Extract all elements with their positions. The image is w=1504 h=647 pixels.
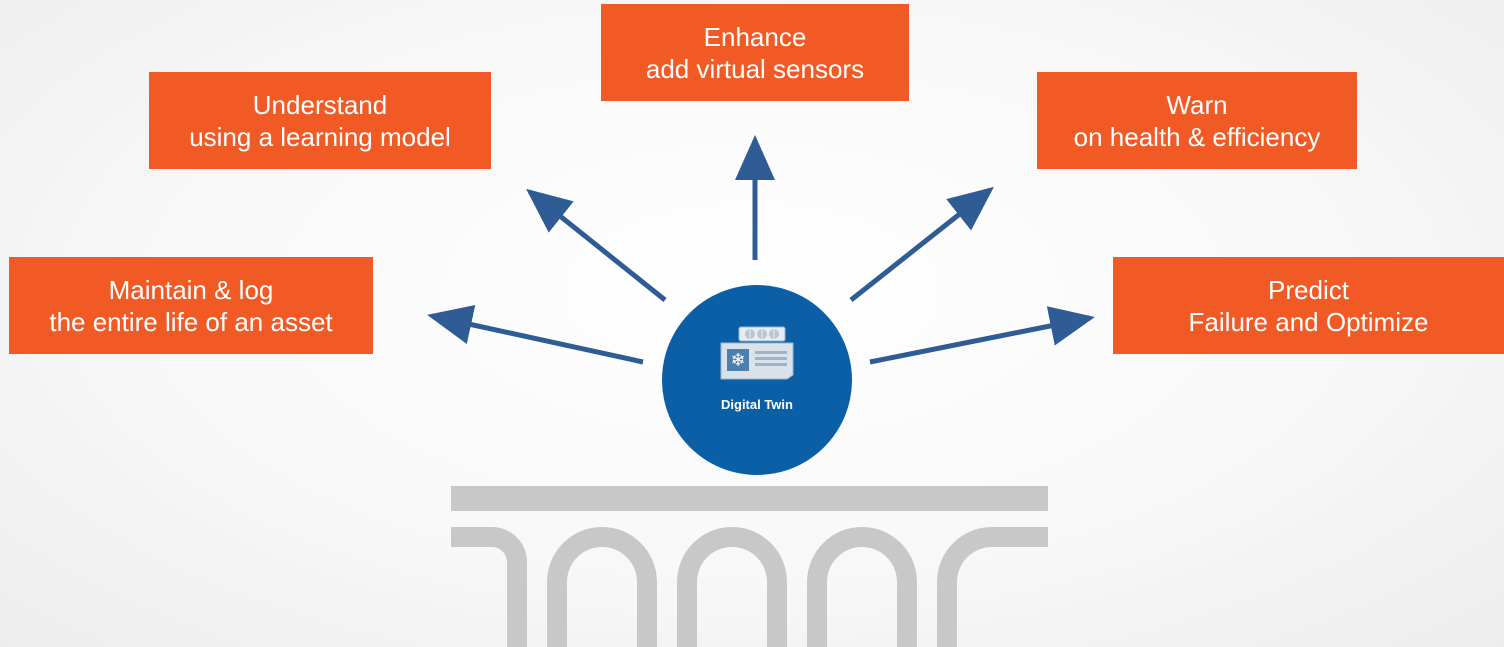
enhance-subtitle: add virtual sensors (645, 53, 865, 84)
hvac-unit-icon: ❄ (720, 326, 794, 380)
understand-subtitle: using a learning model (189, 121, 451, 152)
arrow-to-warn (849, 186, 994, 302)
maintain-box: Maintain & log the entire life of an ass… (9, 257, 373, 354)
maintain-title: Maintain & log (108, 274, 274, 305)
predict-title: Predict (1268, 274, 1349, 305)
predict-box: Predict Failure and Optimize (1113, 257, 1504, 354)
arrow-to-understand (526, 188, 667, 302)
understand-box: Understand using a learning model (149, 72, 491, 169)
warn-subtitle: on health & efficiency (1073, 121, 1321, 152)
maintain-subtitle: the entire life of an asset (49, 306, 333, 337)
digital-twin-label: Digital Twin (721, 397, 793, 412)
svg-text:❄: ❄ (730, 350, 745, 371)
understand-title: Understand (252, 89, 388, 120)
warn-title: Warn (1166, 89, 1228, 120)
enhance-box: Enhance add virtual sensors (601, 4, 909, 101)
arrow-to-maintain (427, 304, 644, 365)
arrow-to-predict (869, 306, 1095, 365)
digital-twin-circle: ❄ Digital Twin (662, 285, 852, 475)
enhance-title: Enhance (703, 21, 807, 52)
warn-box: Warn on health & efficiency (1037, 72, 1357, 169)
predict-subtitle: Failure and Optimize (1188, 306, 1429, 337)
